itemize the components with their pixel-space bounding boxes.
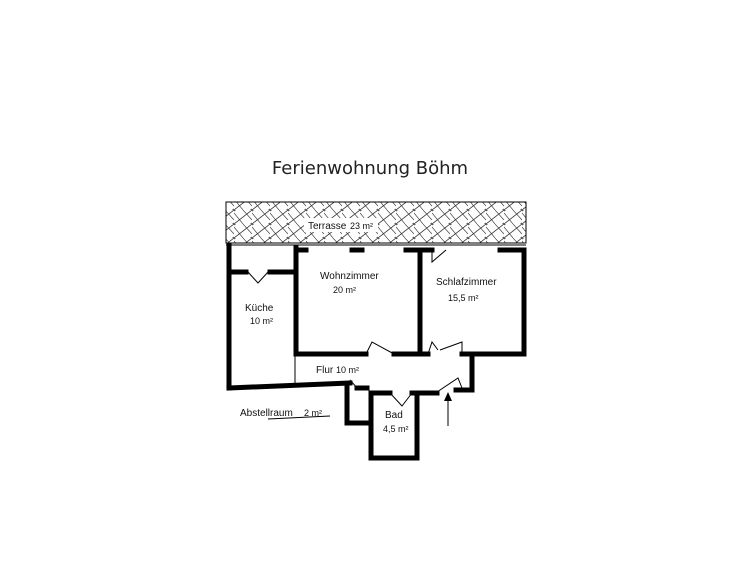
abstellraum-leader — [267, 415, 331, 420]
walls — [226, 242, 527, 461]
schlafzimmer-name: Schlafzimmer — [436, 277, 497, 288]
doors — [247, 249, 463, 407]
abstellraum-name: Abstellraum — [240, 408, 293, 419]
terrasse-area-label: 23 m² — [350, 221, 373, 231]
abstellraum-area: 2 m² — [304, 408, 322, 418]
terrasse-label-bg — [304, 218, 378, 232]
wohnzimmer-name: Wohnzimmer — [320, 271, 379, 282]
entrance-arrow-icon — [444, 392, 452, 426]
kueche-name: Küche — [245, 303, 274, 314]
page-title: Ferienwohnung Böhm — [272, 158, 468, 179]
schlafzimmer-area: 15,5 m² — [448, 293, 479, 303]
terrasse-name: Terrasse — [308, 221, 347, 232]
flur-name: Flur — [316, 365, 334, 376]
bad-name: Bad — [385, 410, 403, 421]
wohnzimmer-area: 20 m² — [333, 285, 356, 295]
bad-area: 4,5 m² — [383, 424, 409, 434]
kueche-area: 10 m² — [250, 316, 273, 326]
flur-area: 10 m² — [336, 365, 359, 375]
